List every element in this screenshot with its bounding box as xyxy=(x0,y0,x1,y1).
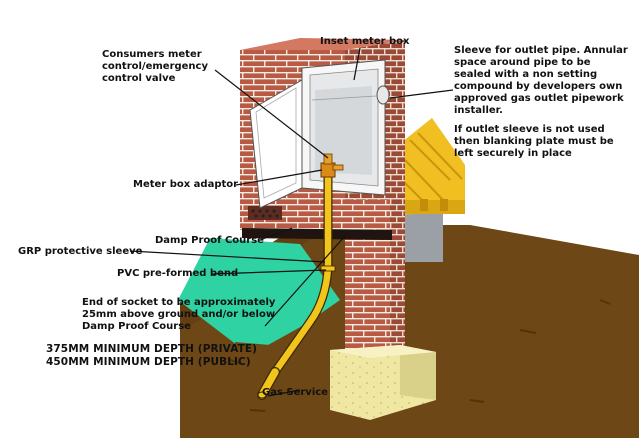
damp-proof-course-label: Damp Proof Course xyxy=(155,235,264,246)
air-brick xyxy=(248,206,282,220)
depth-private-label: 375MM MINIMUM DEPTH (PRIVATE) xyxy=(46,343,258,355)
roof-structure xyxy=(401,118,465,262)
brick-pier xyxy=(345,230,390,352)
depth-public-label: 450MM MINIMUM DEPTH (PUBLIC) xyxy=(46,356,251,368)
gas-pipe xyxy=(257,173,336,400)
pvc-bend-label: PVC pre-formed bend xyxy=(117,268,239,279)
blanking-note-label: If outlet sleeve is not used then blanki… xyxy=(454,124,614,159)
leader-lines xyxy=(129,47,454,397)
end-of-socket-label: End of socket to be approximately 25mm a… xyxy=(82,297,276,332)
grp-sleeve-label: GRP protective sleeve xyxy=(18,246,143,257)
gas-service-label: Gas Service xyxy=(262,387,328,398)
damp-proof-course xyxy=(242,228,392,240)
concrete-footing xyxy=(330,345,436,420)
depth-markers xyxy=(235,342,282,358)
outlet-sleeve xyxy=(376,85,390,105)
grp-protective-sleeve xyxy=(178,238,340,355)
inset-meter-box-label: Inset meter box xyxy=(320,36,410,47)
inset-meter-box xyxy=(301,59,386,196)
wall-top xyxy=(240,38,405,50)
sleeve-note-label: Sleeve for outlet pipe. Annular space ar… xyxy=(454,45,628,116)
meter-box-adaptor-label: Meter box adaptor xyxy=(133,179,239,190)
consumers-valve-label: Consumers meter control/emergency contro… xyxy=(102,49,209,84)
